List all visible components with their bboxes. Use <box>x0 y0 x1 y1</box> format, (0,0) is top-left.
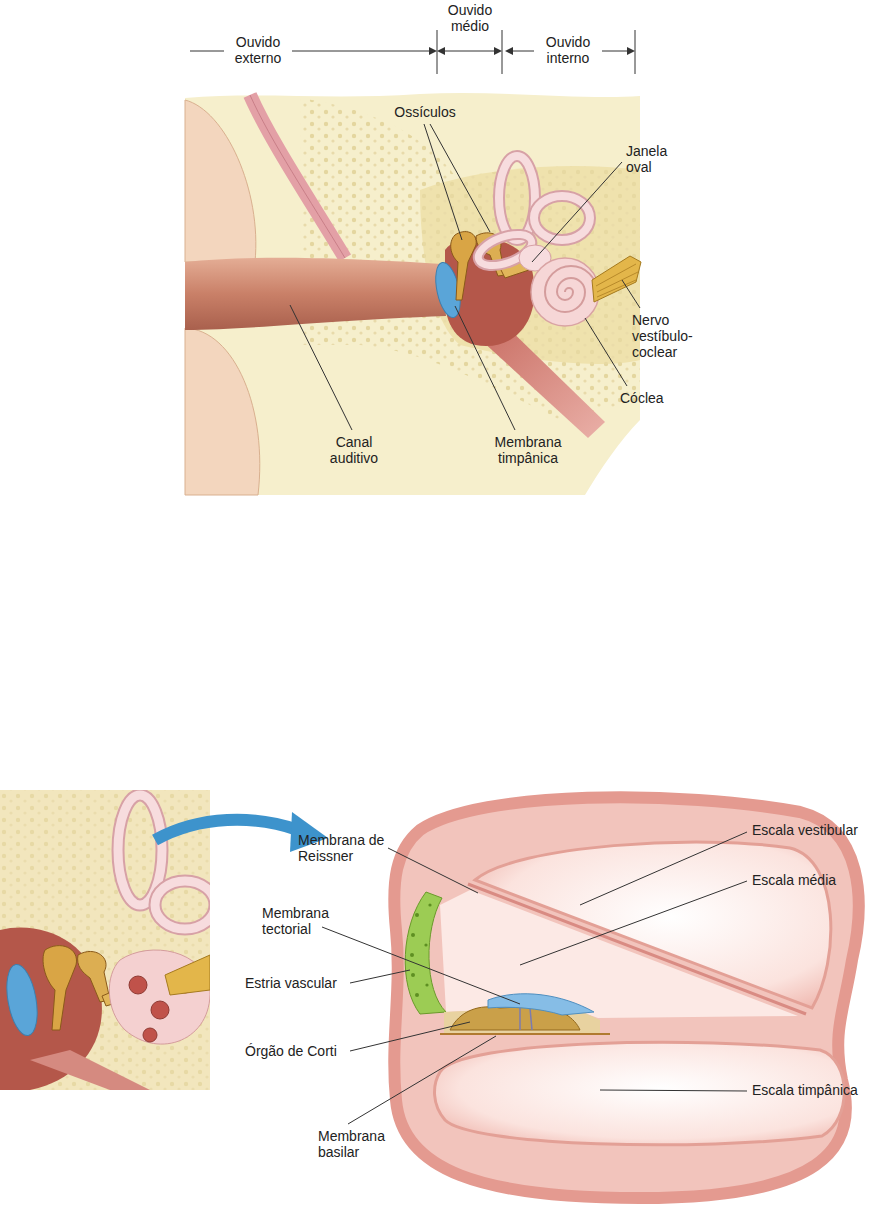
part-label: Membrana basilar <box>318 1128 398 1160</box>
part-label: Escala timpânica <box>752 1082 882 1098</box>
part-label: Estria vascular <box>245 975 375 991</box>
leader-line <box>424 124 462 240</box>
leader-line <box>350 970 410 983</box>
ear-cross-section <box>499 156 535 240</box>
part-label: Membrana timpânica <box>480 434 576 466</box>
leader-line <box>585 318 627 386</box>
region-label: Ouvido interno <box>538 34 598 66</box>
leader-line <box>322 832 747 1124</box>
part-label: Membrana tectorial <box>262 905 362 937</box>
ear-cross-section <box>474 156 590 272</box>
ear-cross-section <box>250 95 345 258</box>
ear-cross-section <box>545 266 597 312</box>
region-bracket <box>190 51 224 52</box>
ear-cross-section <box>250 95 345 258</box>
part-label: Órgão de Corti <box>245 1043 375 1059</box>
cochlea-cross-section <box>410 953 414 957</box>
ear-inset <box>118 795 210 929</box>
region-bracket <box>494 47 502 55</box>
ear-inset <box>109 950 210 1044</box>
part-label: Membrana de Reissner <box>298 832 398 864</box>
region-bracket <box>190 30 635 74</box>
leader-line <box>322 927 520 1004</box>
cochlea-cross-section <box>415 913 419 917</box>
ear-cross-section <box>534 196 590 240</box>
part-label: Escala vestibular <box>752 822 882 838</box>
cochlea-cross-section <box>394 797 858 1198</box>
cochlea-cross-section <box>424 943 427 946</box>
ear-cross-section <box>592 256 641 302</box>
region-bracket <box>437 30 438 74</box>
ear-inset <box>155 881 210 929</box>
basilar-line <box>440 1033 610 1035</box>
region-bracket <box>602 51 628 52</box>
leader-line <box>430 124 490 232</box>
ear-cross-section <box>185 328 260 495</box>
region-bracket <box>429 47 437 55</box>
region-label: Ouvido externo <box>228 34 288 66</box>
tectorial-shape <box>488 994 594 1015</box>
leader-line <box>290 305 352 430</box>
ear-cross-section <box>534 196 590 240</box>
region-bracket <box>292 51 430 52</box>
leader-line <box>455 306 515 430</box>
part-label: Ossículos <box>385 104 465 120</box>
ear-cross-section <box>451 232 476 300</box>
part-label: Escala média <box>752 872 882 888</box>
ear-inset <box>129 976 147 994</box>
region-bracket <box>502 30 503 74</box>
cochlea-cross-section <box>394 797 858 1198</box>
leader-line <box>600 1090 747 1091</box>
ear-cross-section <box>499 156 535 240</box>
pointer-arrow <box>155 820 298 840</box>
ear-inset <box>30 1050 150 1090</box>
region-bracket <box>627 47 635 55</box>
ear-cross-section <box>300 98 640 420</box>
cochlea-cross-section <box>425 983 428 986</box>
part-label: Nervo vestíbulo-coclear <box>632 312 710 360</box>
ear-cross-section <box>531 258 599 326</box>
region-label: Ouvido médio <box>440 2 500 34</box>
cochlea-cross-section <box>428 903 431 906</box>
stria-band <box>405 892 446 1014</box>
ear-inset <box>2 962 42 1038</box>
cochlea-cross-section <box>530 1008 532 1030</box>
leader-line <box>532 162 622 262</box>
cochlea-cross-section <box>440 890 798 1018</box>
region-bracket <box>437 47 445 55</box>
ear-inset <box>143 1028 157 1042</box>
ear-inset <box>165 955 210 995</box>
leader-line <box>290 124 640 430</box>
leader-line <box>348 1036 496 1124</box>
region-bracket <box>635 30 636 74</box>
ear-cross-section <box>185 93 640 495</box>
leader-line <box>350 1022 470 1051</box>
leader-line <box>520 881 747 965</box>
cochlea-cross-section <box>411 933 415 937</box>
cochlea-cross-section <box>415 993 419 997</box>
ear-inset <box>155 881 210 929</box>
ear-cross-section <box>185 258 446 330</box>
cochlea-cross-section <box>519 1008 521 1030</box>
ear-cross-section <box>185 100 256 262</box>
cochlea-cross-section <box>410 903 432 997</box>
leader-line <box>388 848 478 893</box>
region-bracket <box>512 51 534 52</box>
leader-line <box>622 280 640 308</box>
cochlea-cross-section <box>411 973 415 977</box>
part-label: Canal auditivo <box>322 434 386 466</box>
part-label: Cóclea <box>620 390 690 406</box>
ear-cross-section <box>596 264 638 297</box>
region-bracket <box>505 47 513 55</box>
leader-line <box>580 832 747 905</box>
region-bracket <box>444 51 495 52</box>
ear-inset <box>151 1001 169 1019</box>
reissner-membrane <box>468 884 806 1014</box>
ear-cross-section <box>185 93 641 495</box>
ear-inset <box>43 946 76 1030</box>
part-label: Janela oval <box>626 143 681 175</box>
